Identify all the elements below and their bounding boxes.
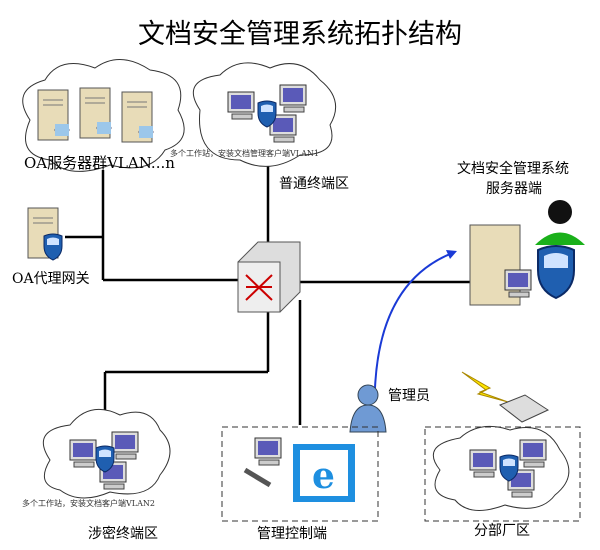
switch-icon bbox=[237, 241, 301, 313]
admin-label: 管理员 bbox=[388, 388, 430, 404]
secret-zone-note: 多个工作站，安装文档客户端VLAN2 bbox=[22, 499, 155, 508]
server-label-line1: 文档安全管理系统 bbox=[457, 161, 569, 177]
branch-label: 分部厂区 bbox=[474, 523, 530, 539]
svg-text:e: e bbox=[312, 455, 335, 497]
management-server-icon bbox=[469, 200, 585, 306]
browser-icon: e bbox=[293, 444, 355, 502]
console-label: 管理控制端 bbox=[257, 526, 327, 542]
console-box bbox=[221, 426, 379, 522]
oa-gateway-icon bbox=[27, 207, 63, 261]
oa-servers-label: OA服务器群VLAN...n bbox=[24, 154, 175, 172]
admin-access-arrow bbox=[374, 251, 456, 389]
branch-box bbox=[424, 426, 581, 522]
console-pc-icon bbox=[243, 437, 282, 488]
router-icon bbox=[499, 394, 550, 423]
diagram-title: 文档安全管理系统拓扑结构 bbox=[138, 19, 462, 50]
normal-zone-note: 多个工作站，安装文档管理客户端VLAN1 bbox=[170, 149, 319, 158]
wireless-icon bbox=[461, 371, 509, 403]
normal-zone-label: 普通终端区 bbox=[279, 176, 349, 192]
server-label-line2: 服务器端 bbox=[486, 181, 542, 197]
network-links bbox=[65, 165, 470, 430]
admin-icon bbox=[349, 384, 387, 433]
secret-zone-label: 涉密终端区 bbox=[88, 526, 158, 542]
oa-gateway-label: OA代理网关 bbox=[12, 271, 90, 287]
oa-server-group-icon bbox=[37, 87, 154, 143]
